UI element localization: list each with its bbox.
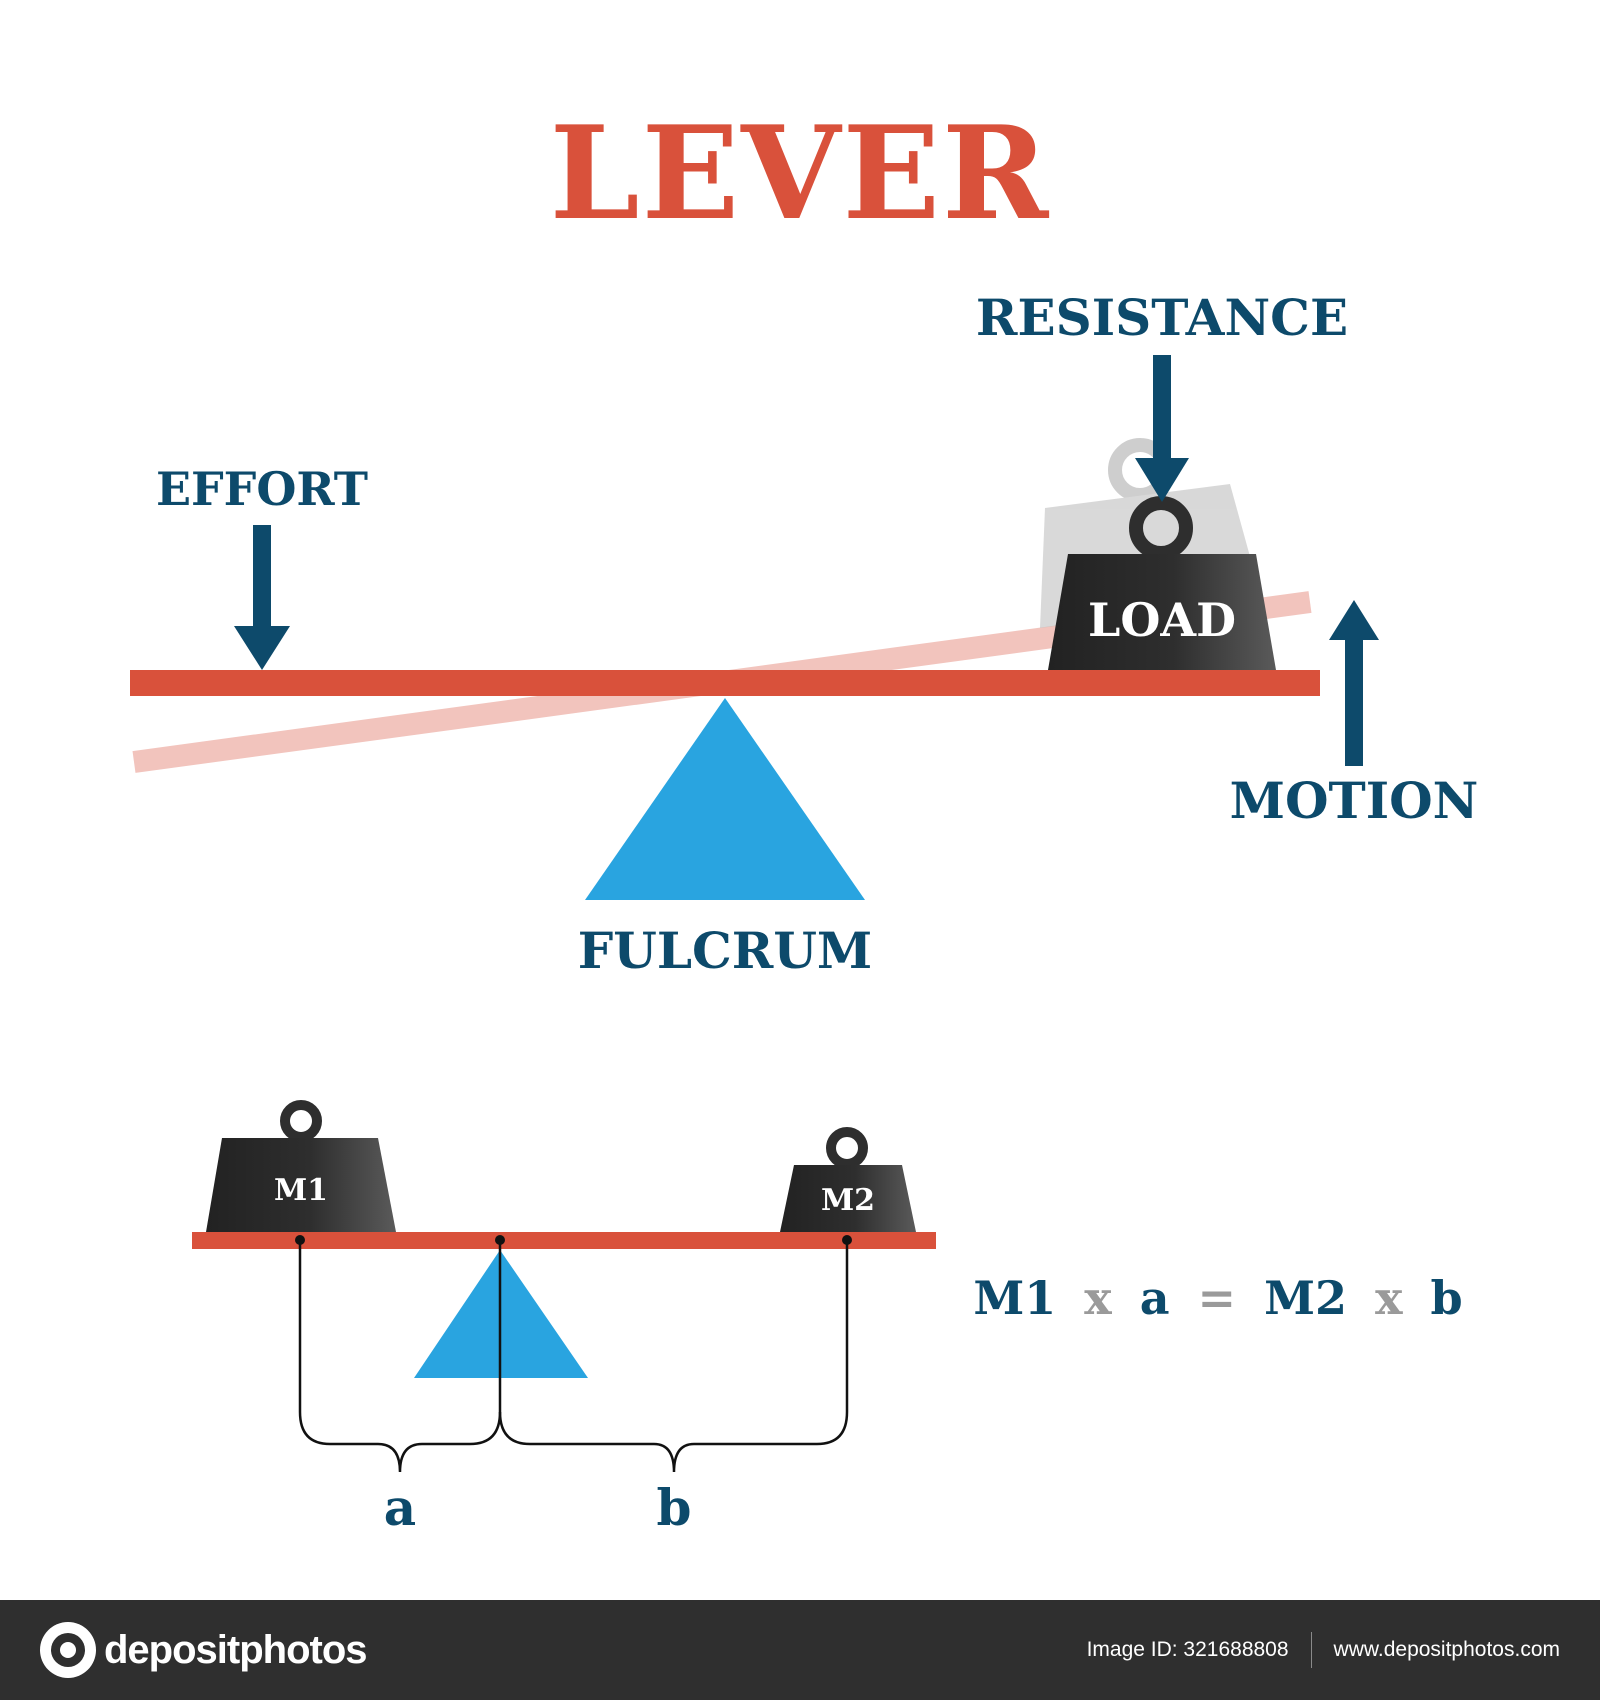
equation-m2: M2 (1264, 1271, 1347, 1325)
mass2-weight: M2 (780, 1127, 916, 1232)
footer-divider (1310, 1632, 1312, 1668)
resistance-arrow (1135, 355, 1189, 502)
distance-a-label: a (384, 1478, 416, 1537)
brace-b (498, 1411, 849, 1473)
distance-markers (298, 1240, 849, 1473)
equation-equals: = (1198, 1271, 1237, 1325)
load-weight-ring (1129, 496, 1193, 560)
fulcrum-label: FULCRUM (578, 921, 873, 980)
equation-times1: x (1084, 1271, 1112, 1325)
effort-label: EFFORT (156, 462, 368, 516)
effort-arrow (234, 525, 290, 670)
mass1-label: M1 (274, 1173, 328, 1208)
fulcrum-triangle (585, 698, 865, 900)
load-label: LOAD (1088, 593, 1236, 647)
load-weight: LOAD (1048, 496, 1276, 670)
equation-times2: x (1375, 1271, 1403, 1325)
brace-a (298, 1411, 502, 1473)
resistance-label: RESISTANCE (976, 288, 1348, 347)
footer-meta: Image ID: 321688808 www.depositphotos.co… (1087, 1600, 1560, 1700)
mass1-weight: M1 (206, 1100, 396, 1232)
lever-diagram: LEVER LOAD EFFORT RESISTANCE MOTION FULC… (130, 99, 1479, 1537)
equation-b: b (1431, 1271, 1463, 1325)
balance-beam (192, 1232, 936, 1249)
balance-equation: M1 x a = M2 x b (973, 1271, 1462, 1325)
brand[interactable]: depositphotos (40, 1622, 368, 1678)
footer-bar: depositphotos Image ID: 321688808 www.de… (0, 1600, 1600, 1700)
lever-beam (130, 670, 1320, 696)
diagram-title: LEVER (550, 99, 1051, 249)
mass2-label: M2 (821, 1183, 875, 1218)
image-id: Image ID: 321688808 (1086, 1638, 1289, 1661)
brand-name: depositphotos (104, 1627, 368, 1672)
equation-a: a (1140, 1271, 1170, 1325)
site-url[interactable]: www.depositphotos.com (1333, 1638, 1560, 1661)
pivot-dots (295, 1235, 852, 1245)
distance-b-label: b (657, 1478, 692, 1537)
camera-logo-icon (40, 1622, 96, 1678)
motion-label: MOTION (1230, 771, 1479, 830)
motion-arrow (1329, 600, 1379, 766)
equation-m1: M1 (973, 1271, 1056, 1325)
